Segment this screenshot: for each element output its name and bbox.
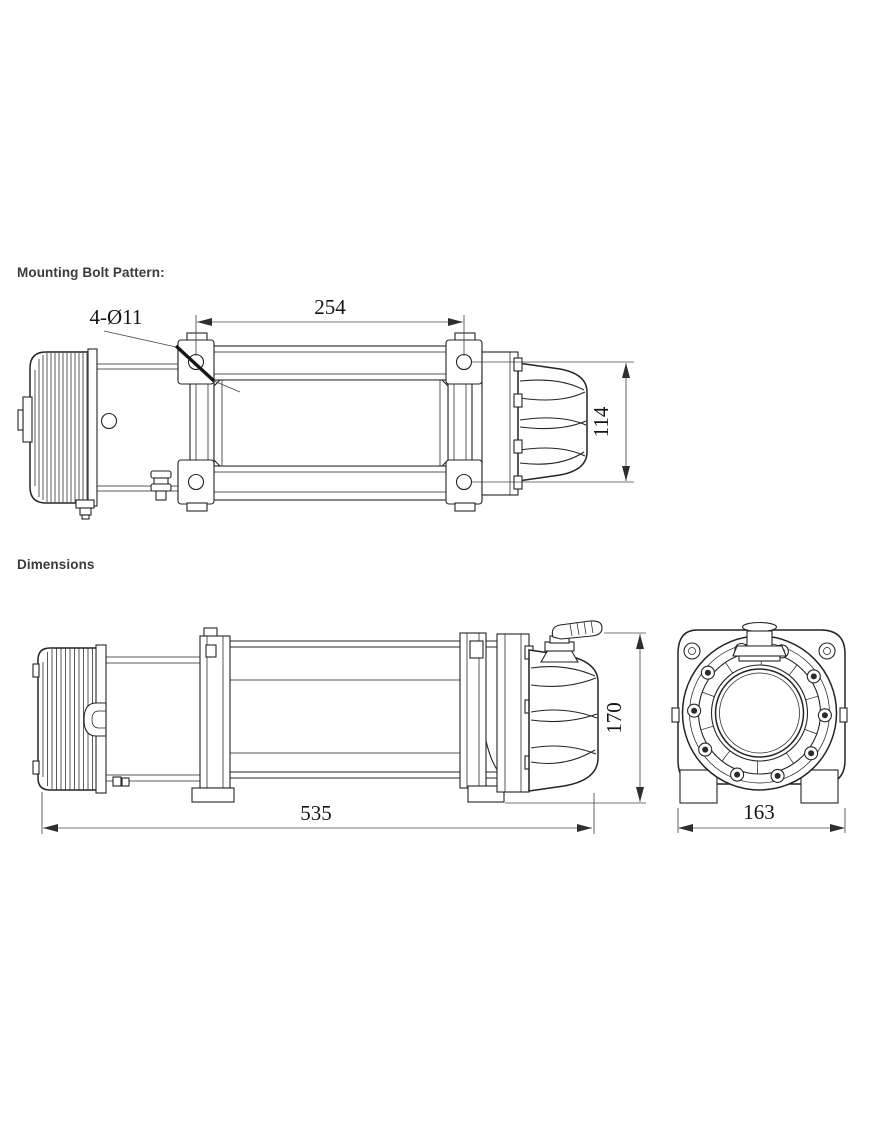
bolt-hole <box>455 353 473 371</box>
winch-frame-top-view <box>177 332 483 512</box>
drum-top-view <box>213 379 449 467</box>
dim-label-163: 163 <box>743 800 775 824</box>
drum-bore <box>714 668 805 758</box>
side-tab <box>839 707 848 723</box>
drum-side-view <box>230 640 497 779</box>
motor-end-cap <box>22 396 33 443</box>
corner-bolt <box>818 642 836 660</box>
breather-bolt <box>150 470 172 501</box>
dim-label-bolt-holes: 4-Ø11 <box>90 305 143 329</box>
bolt-hole <box>455 473 473 491</box>
top-knob <box>732 621 787 662</box>
side-view-drawing: 535 170 <box>32 620 646 834</box>
top-view-dimensions: 254 4-Ø11 114 <box>90 295 634 483</box>
dimensions-heading: Dimensions <box>17 557 95 572</box>
mounting-foot <box>679 769 718 804</box>
side-tab <box>671 707 680 723</box>
dim-label-170: 170 <box>602 702 626 734</box>
end-view-dimensions: 163 <box>677 800 846 833</box>
side-view-dimensions: 535 170 <box>41 632 646 834</box>
motor-top-view <box>17 348 172 520</box>
mounting-foot <box>467 785 505 803</box>
dim-label-114: 114 <box>589 406 613 437</box>
motor-side-view <box>32 644 130 794</box>
leader-slash <box>174 344 216 383</box>
tie-rod-boss <box>100 412 118 430</box>
bolt-hole <box>187 473 205 491</box>
motor-terminal-bolt <box>75 499 95 520</box>
clutch-housing-top-view <box>481 351 588 496</box>
bolt-bracket-bottom-right <box>445 459 483 512</box>
bolt-bracket-bottom-left <box>177 459 215 512</box>
end-view-drawing: 163 <box>671 621 848 833</box>
left-support-bracket <box>191 627 235 803</box>
dim-label-535: 535 <box>300 801 332 825</box>
mounting-foot <box>191 787 235 803</box>
clutch-lever-handle <box>551 620 603 640</box>
corner-bolt <box>683 642 701 660</box>
mounting-foot <box>800 769 839 804</box>
clutch-housing-side-view <box>496 620 603 793</box>
mounting-bolt-pattern-heading: Mounting Bolt Pattern: <box>17 265 165 280</box>
motor-notch <box>83 702 107 737</box>
bolt-bracket-top-right <box>445 332 483 385</box>
dim-label-254: 254 <box>314 295 346 319</box>
top-view-drawing: 254 4-Ø11 114 <box>17 295 634 520</box>
clutch-lever <box>540 620 603 663</box>
